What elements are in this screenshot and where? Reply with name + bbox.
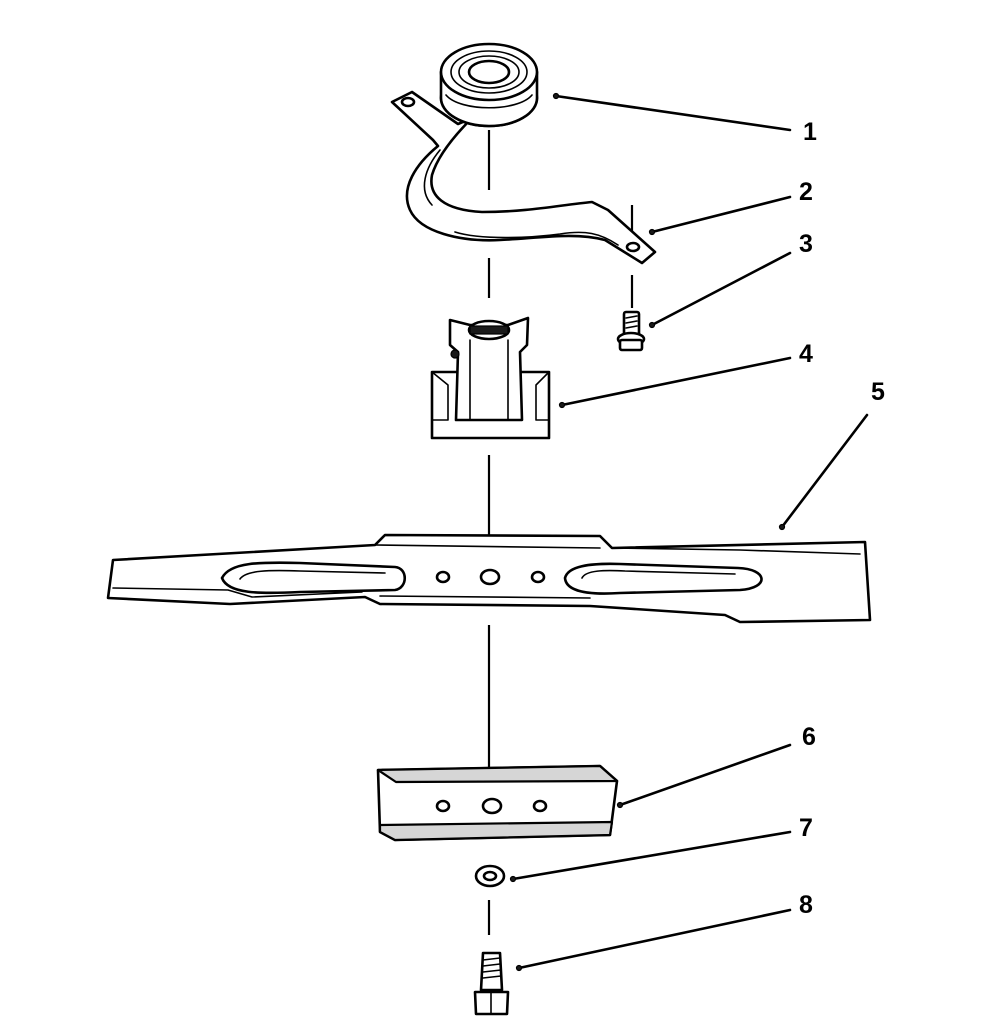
bracket-bolt (616, 310, 646, 352)
leader-dot-2 (648, 228, 656, 236)
callout-labels: 1 2 3 4 5 6 7 8 (799, 118, 885, 919)
callout-7: 7 (799, 814, 813, 842)
washer (474, 864, 506, 888)
callout-2: 2 (799, 178, 813, 206)
leader-dot-5 (778, 523, 786, 531)
idler-pulley (439, 42, 539, 128)
leader-dot-3 (648, 321, 656, 329)
leader-dot-6 (616, 801, 624, 809)
callout-6: 6 (802, 723, 816, 751)
idler-arm (390, 90, 657, 265)
callout-leaders (509, 92, 869, 972)
callout-3: 3 (799, 230, 813, 258)
leader-dot-1 (552, 92, 560, 100)
mower-blade (106, 533, 872, 624)
leader-dot-8 (515, 964, 523, 972)
blade-adapter (430, 316, 551, 440)
leader-dot-4 (558, 401, 566, 409)
callout-5: 5 (871, 378, 885, 406)
leader-dot-7 (509, 875, 517, 883)
callout-4: 4 (799, 340, 813, 368)
callout-1: 1 (803, 118, 817, 146)
blade-bolt (473, 951, 510, 1016)
callout-8: 8 (799, 891, 813, 919)
blade-stiffener (376, 764, 619, 842)
